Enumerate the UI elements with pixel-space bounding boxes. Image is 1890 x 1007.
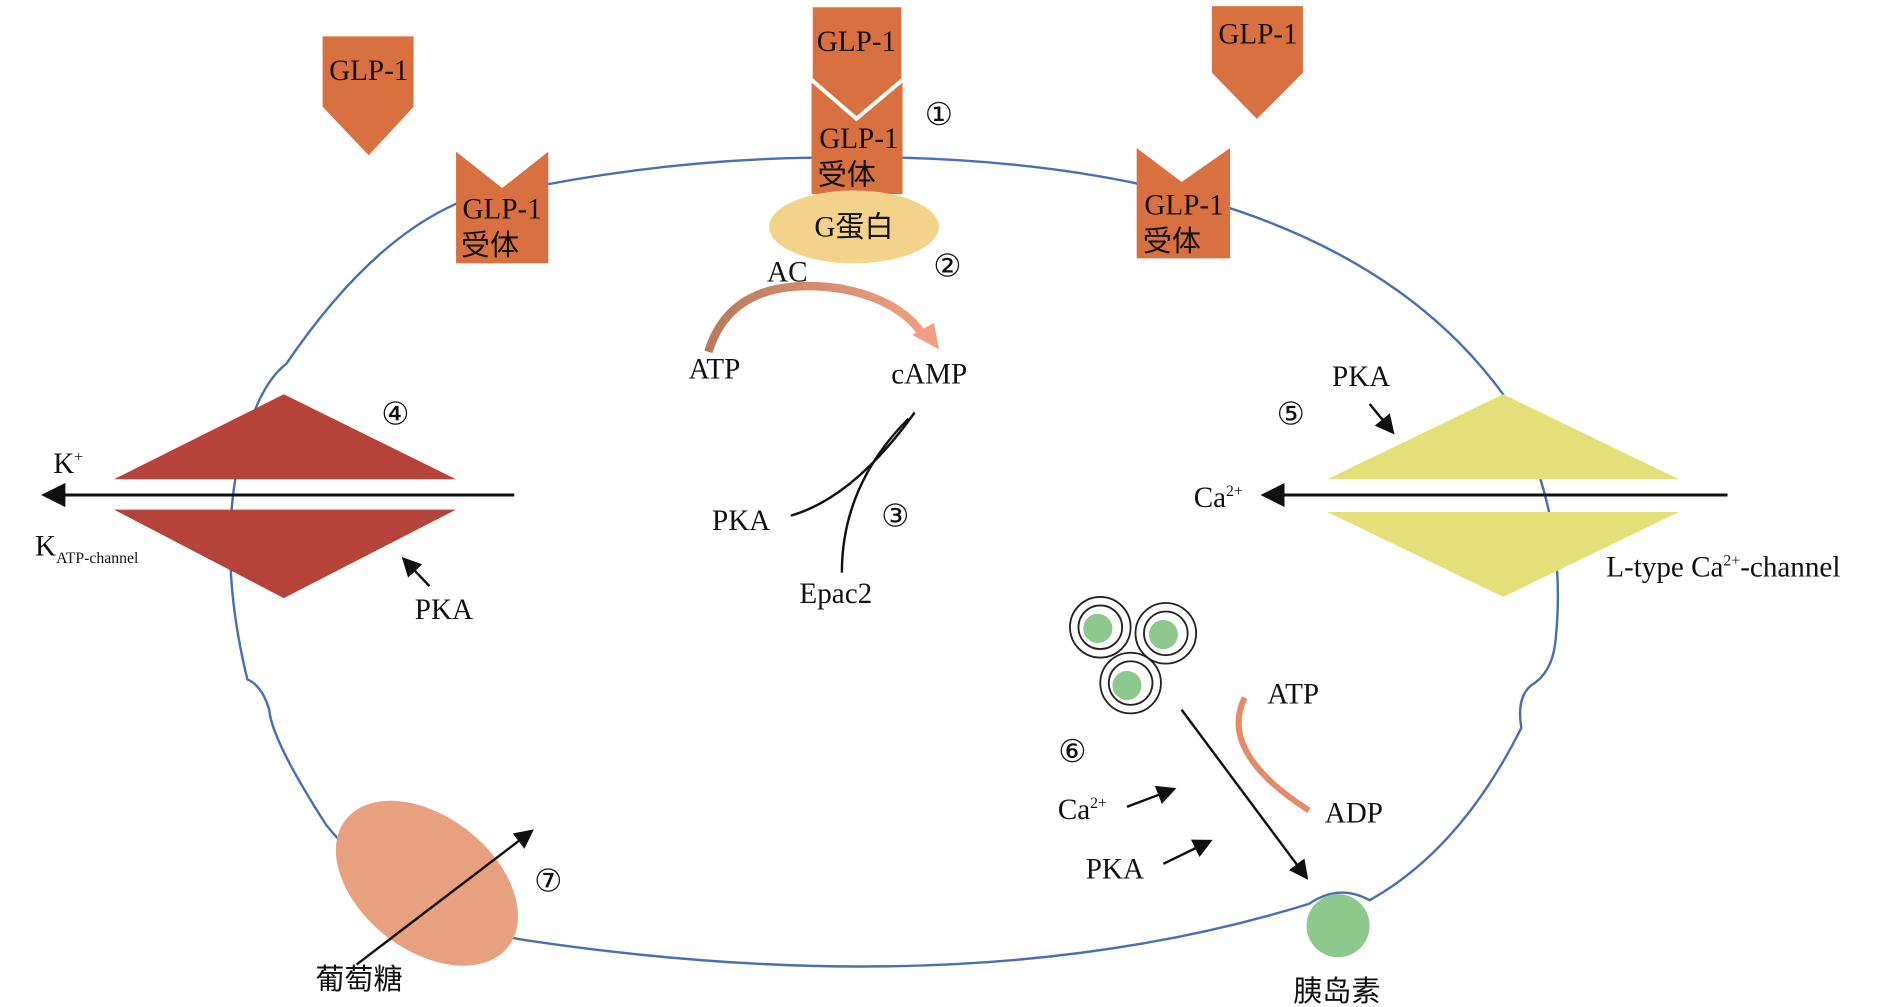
glucose-uptake-arrow <box>355 829 534 966</box>
glp1-ligand-left: GLP-1 <box>322 36 414 156</box>
glp1-label: GLP-1 <box>1218 19 1297 51</box>
receptor-label: GLP-1 <box>463 193 542 225</box>
insulin-label: 胰岛素 <box>1293 975 1380 1007</box>
k-ion-label: K+ <box>53 448 83 480</box>
atp-label: ATP <box>689 354 741 386</box>
glucose-transporter <box>335 800 518 966</box>
pka-label: PKA <box>1086 853 1144 885</box>
insulin-vesicles <box>1069 596 1198 715</box>
pka-secretion-arrow <box>1162 839 1213 865</box>
glp1-label: GLP-1 <box>329 55 408 87</box>
receptor-label: 受体 <box>818 158 876 191</box>
camp-pka-line <box>790 411 916 517</box>
ca-channel-label: L-type Ca2+-channel <box>1606 551 1840 583</box>
pka-label: PKA <box>1332 361 1390 393</box>
step-2-marker: ② <box>933 249 961 285</box>
ca-ion-label: Ca2+ <box>1194 482 1243 514</box>
glucose-label: 葡萄糖 <box>315 963 402 996</box>
glp1-label: GLP-1 <box>817 26 896 58</box>
ca-ion-label: Ca2+ <box>1058 794 1107 826</box>
receptor-label: 受体 <box>1143 225 1201 258</box>
pka-label: PKA <box>415 594 473 626</box>
adp-label: ADP <box>1325 798 1383 830</box>
katp-channel-label: KATP-channel <box>35 531 139 567</box>
pka-katp-arrow <box>401 557 431 587</box>
g-protein-label: G蛋白 <box>814 211 893 244</box>
step-4-marker: ④ <box>381 397 409 433</box>
katp-channel <box>113 394 457 599</box>
ca-secretion-arrow <box>1126 785 1177 808</box>
pka-ca-channel-arrow <box>1368 403 1395 435</box>
atp-to-adp-arrow <box>1235 696 1311 814</box>
step-5-marker: ⑤ <box>1277 397 1305 433</box>
insulin-granule <box>1306 894 1370 958</box>
l-type-ca-channel <box>1327 394 1680 597</box>
exocytosis-arrow <box>1180 709 1309 880</box>
atp-label: ATP <box>1267 679 1319 711</box>
step-7-marker: ⑦ <box>534 864 562 900</box>
glp1-receptor-right: GLP-1 受体 <box>1136 148 1231 259</box>
g-protein <box>769 190 939 264</box>
glp1-ligand-right: GLP-1 <box>1211 6 1303 119</box>
camp-epac2-line <box>840 417 910 573</box>
glp1-receptor-left: GLP-1 受体 <box>456 151 549 264</box>
glp1-receptor-center: GLP-1 GLP-1 受体 <box>810 4 904 195</box>
arrowhead-icon <box>912 322 939 350</box>
camp-label: cAMP <box>891 358 967 390</box>
step-3-marker: ③ <box>881 499 909 535</box>
receptor-label: 受体 <box>461 229 519 262</box>
epac2-label: Epac2 <box>799 578 872 610</box>
step-6-marker: ⑥ <box>1058 734 1086 770</box>
step-1-marker: ① <box>925 97 953 133</box>
receptor-label: GLP-1 <box>1144 190 1223 222</box>
receptor-label: GLP-1 <box>819 123 898 155</box>
atp-to-camp-arrow <box>704 281 929 354</box>
pka-label: PKA <box>712 505 770 537</box>
